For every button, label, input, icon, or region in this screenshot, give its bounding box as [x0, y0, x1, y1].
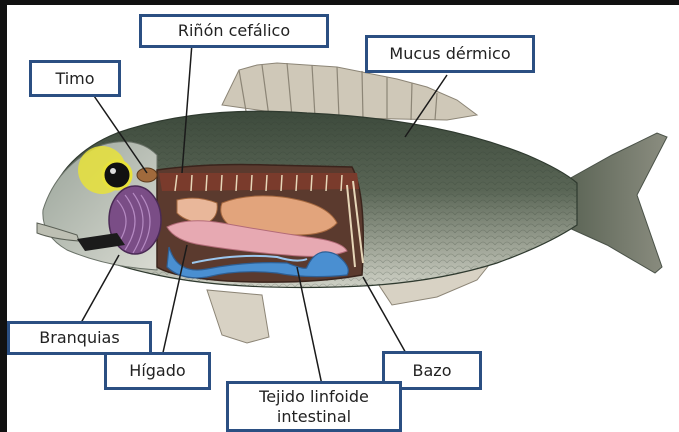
label-rinon-cefalico: Riñón cefálico: [139, 14, 329, 48]
label-timo: Timo: [29, 60, 121, 97]
eye: [103, 161, 131, 189]
kidney-band: [159, 173, 359, 191]
label-mucus-dermico: Mucus dérmico: [365, 35, 535, 73]
thymus: [137, 168, 157, 182]
pelvic-fin: [207, 290, 269, 343]
tail-fin: [567, 133, 667, 273]
label-higado: Hígado: [104, 352, 211, 390]
label-tejido-linfoide: Tejido linfoide intestinal: [226, 381, 402, 432]
label-branquias: Branquias: [7, 321, 152, 355]
